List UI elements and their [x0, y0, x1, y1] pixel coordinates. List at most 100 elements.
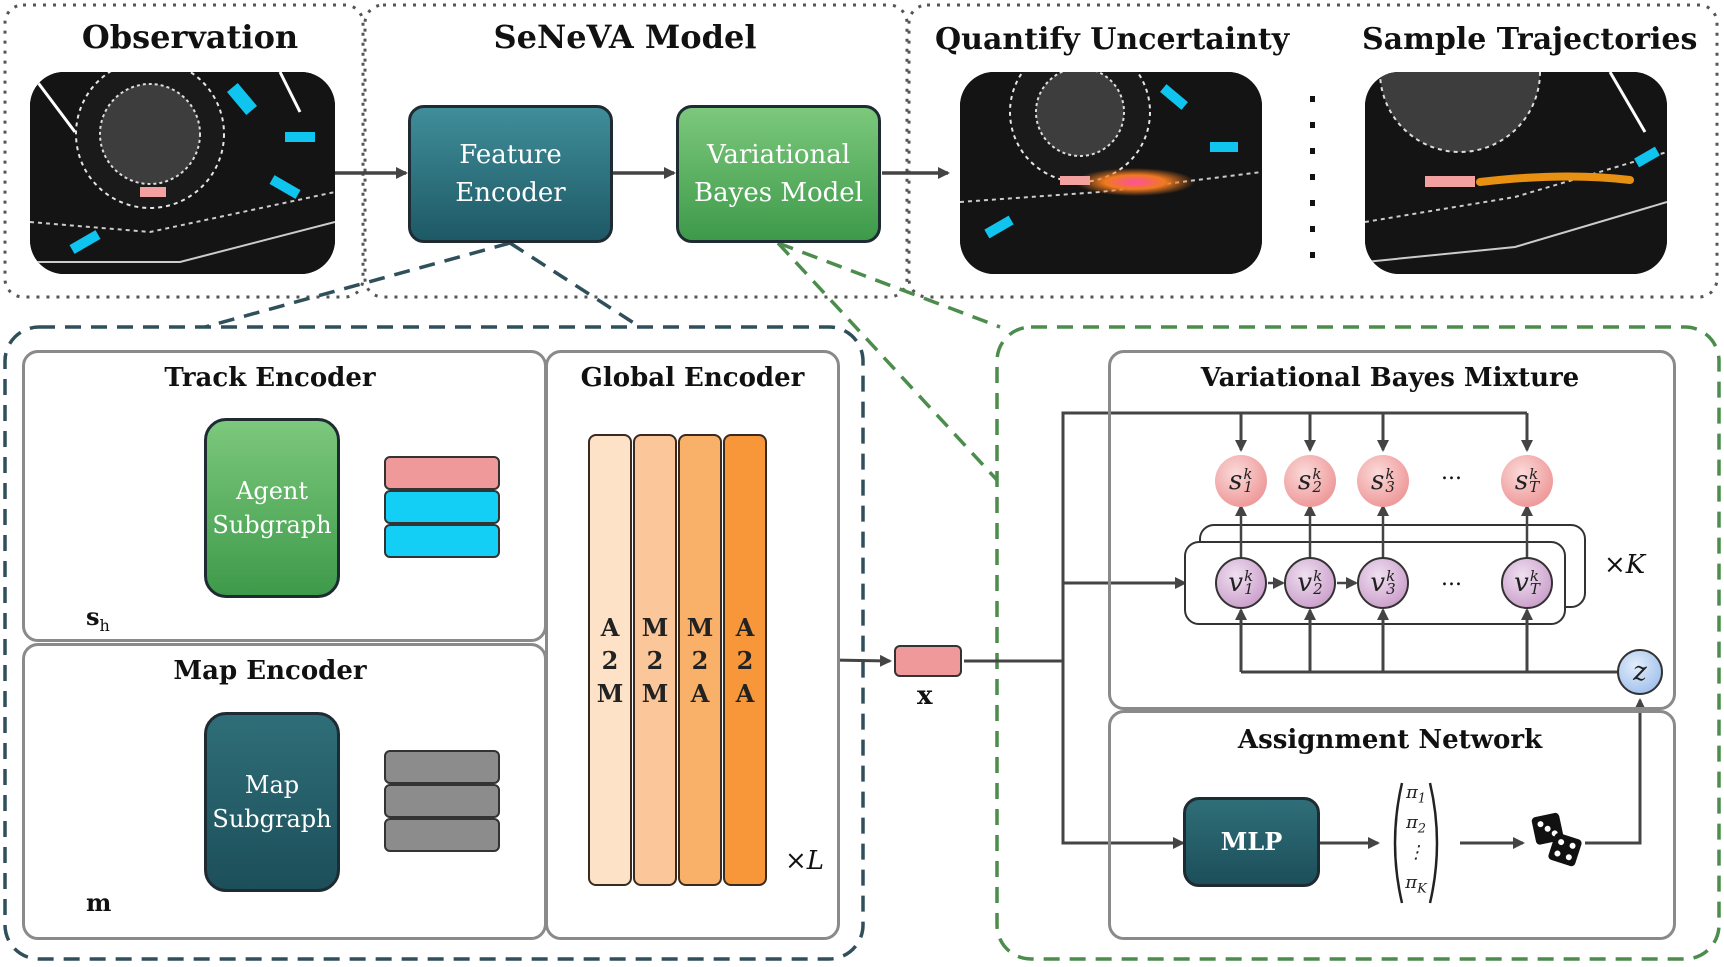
assignment-title: Assignment Network [1237, 725, 1543, 755]
attention-layer-2-char-2: 2 [646, 645, 664, 675]
map-subgraph-line-1: Map [244, 771, 300, 799]
track-input-symbol: s [86, 602, 100, 631]
pi-entry-4: πK [1398, 872, 1434, 902]
v-ellipsis: ... [1441, 566, 1462, 591]
uncertainty-scene-image [960, 72, 1262, 274]
feature-vector-label: x [917, 681, 933, 711]
track-encoder-title: Track Encoder [164, 363, 376, 393]
s-ellipsis: ... [1441, 460, 1462, 485]
v-node-3-sup: k [1386, 567, 1396, 585]
attention-layer-3-char-3: A [690, 678, 710, 708]
s-node-1-sup: k [1243, 465, 1253, 483]
vertical-ellipsis-separator [1310, 96, 1315, 258]
agent-subgraph-line-1: Agent [236, 477, 308, 505]
global-encoder-title: Global Encoder [580, 363, 805, 393]
feature-encoder-box[interactable]: Feature Encoder [408, 105, 613, 243]
model-title: SeNeVA Model [493, 18, 757, 56]
vb-model-zoom-right [777, 241, 1001, 329]
output-frame [907, 3, 1719, 299]
s-node-1-sub: 1 [1243, 478, 1253, 496]
attention-layer-1-char-1: A [600, 612, 620, 642]
pi-entry-2-base: π [1405, 812, 1418, 833]
left-detail-frame [3, 325, 865, 961]
map-encoder-title: Map Encoder [173, 656, 367, 686]
v-node-1-sub: 1 [1244, 580, 1254, 598]
map-subgraph-line-2: Subgraph [212, 805, 332, 833]
dice-to-z-arrow [1585, 698, 1646, 845]
plate-repeat-label: ×K [1604, 550, 1646, 580]
track-token-2 [384, 490, 500, 524]
samples-scene-drawing [1365, 72, 1667, 274]
track-token-stack [384, 456, 500, 558]
pi-entry-1-base: π [1405, 782, 1418, 803]
vbm-panel [1108, 350, 1676, 710]
v-node-4-base: v [1514, 568, 1529, 598]
mlp-box[interactable]: MLP [1183, 797, 1320, 887]
map-token-stack [384, 750, 500, 852]
map-subgraph-box[interactable]: Map Subgraph [204, 712, 340, 892]
vb-model-box[interactable]: Variational Bayes Model [676, 105, 881, 243]
v-node-3-base: v [1370, 568, 1386, 598]
observation-title: Observation [81, 18, 299, 56]
attention-layer-2-char-3: M [641, 678, 669, 708]
global-repeat-label: ×L [785, 846, 825, 876]
attention-layer-4-char-1: A [735, 612, 755, 642]
v-node-2-sub: 2 [1313, 580, 1323, 598]
vbm-title: Variational Bayes Mixture [1200, 363, 1580, 393]
pi-entry-2-sub: 2 [1417, 821, 1427, 837]
attention-layer-4-char-3: A [735, 678, 755, 708]
map-input-label: m [86, 888, 112, 917]
assignment-panel [1108, 710, 1676, 940]
s-node-1-base: s [1229, 466, 1243, 496]
observation-scene-image [30, 72, 335, 274]
attention-layer-4-char-2: 2 [736, 645, 754, 675]
v-node-2-sup: k [1313, 567, 1323, 585]
feature-encoder-line-2: Encoder [455, 178, 566, 208]
samples-scene-image [1365, 72, 1667, 274]
s-node-2-base: s [1298, 466, 1312, 496]
pi-entry-1: π1 [1398, 782, 1434, 812]
s-node-4-sup: k [1529, 465, 1539, 483]
track-input-subscript: h [99, 615, 110, 635]
feature-vector [894, 645, 962, 677]
track-token-1 [384, 456, 500, 490]
attention-layer-3-char-1: M [686, 612, 714, 642]
s-node-2-sub: 2 [1312, 478, 1322, 496]
map-token-3 [384, 818, 500, 852]
track-token-3 [384, 524, 500, 558]
s-node-3-base: s [1371, 466, 1385, 496]
dice-icon [1531, 812, 1582, 867]
z-node: z [1617, 649, 1663, 695]
v-node-2-base: v [1297, 568, 1313, 598]
pi-entry-2: π2 [1398, 812, 1434, 842]
samples-title: Sample Trajectories [1362, 22, 1698, 57]
attention-layer-1-char-2: 2 [601, 645, 619, 675]
agent-subgraph-box[interactable]: Agent Subgraph [204, 418, 340, 598]
feature-encoder-zoom-left [204, 241, 511, 329]
feature-encoder-zoom-right [509, 241, 641, 329]
pi-entry-1-sub: 1 [1417, 791, 1427, 807]
attention-layer-3-char-2: 2 [691, 645, 709, 675]
uncertainty-title: Quantify Uncertainty [935, 22, 1290, 57]
pi-entry-3: ⋮ [1398, 842, 1434, 872]
pi-entry-4-sub: K [1417, 881, 1427, 897]
model-frame [363, 3, 909, 299]
